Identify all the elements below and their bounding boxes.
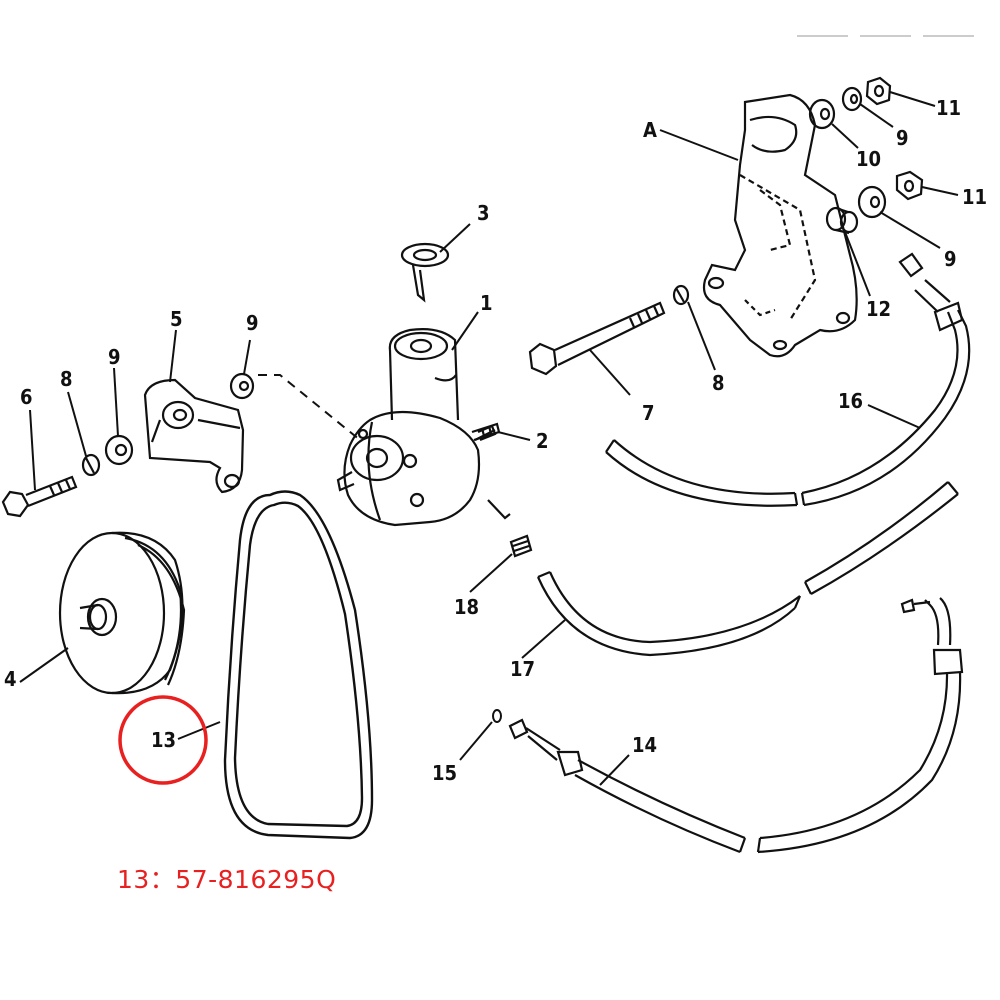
callout-6: 6 — [20, 385, 33, 409]
o-ring-15 — [492, 709, 502, 723]
callout-16: 16 — [838, 389, 863, 413]
callout-7: 7 — [642, 401, 655, 425]
callout-1: 1 — [480, 291, 493, 315]
callout-3: 3 — [477, 201, 490, 225]
nut-11-top — [865, 76, 892, 106]
callout-a: A — [643, 118, 657, 142]
leader-lines — [19, 91, 959, 786]
callout-labels: 1 2 3 4 5 6 7 8 8 9 9 9 9 10 11 11 12 13… — [4, 96, 987, 785]
stud-2 — [471, 422, 501, 442]
lockwasher-8-left — [81, 453, 101, 477]
callout-17: 17 — [510, 657, 535, 681]
callout-8-left: 8 — [60, 367, 73, 391]
mounting-bracket-a — [702, 93, 858, 358]
highlight-circle-13 — [118, 695, 208, 785]
callout-9-top-right: 9 — [896, 126, 909, 150]
highlighted-part-number: 13：57-816295Q — [117, 865, 337, 894]
pump-bracket-5 — [143, 378, 245, 494]
hose-16 — [605, 252, 971, 507]
callout-8-right: 8 — [712, 371, 725, 395]
drive-belt-13 — [223, 490, 374, 840]
fitting-18 — [509, 534, 533, 558]
power-steering-pump — [336, 328, 511, 527]
callout-9-right: 9 — [944, 247, 957, 271]
callout-18: 18 — [454, 595, 479, 619]
assembly-dashed-line — [258, 374, 361, 441]
pulley-4 — [58, 531, 186, 695]
lockwasher-8-right — [672, 284, 690, 306]
callout-11-top: 11 — [936, 96, 961, 120]
callout-2: 2 — [536, 429, 549, 453]
hose-14 — [508, 597, 964, 854]
callout-9-upper: 9 — [246, 311, 259, 335]
washer-9-lower — [857, 185, 887, 219]
washer-9-upper — [229, 372, 255, 400]
washer-9-left — [104, 434, 134, 466]
callout-11-right: 11 — [962, 185, 987, 209]
callout-14: 14 — [632, 733, 657, 757]
nut-11-lower — [895, 170, 924, 201]
reservoir-cap-3 — [400, 242, 450, 303]
callout-4: 4 — [4, 667, 17, 691]
washer-10 — [808, 98, 836, 130]
callout-10: 10 — [856, 147, 881, 171]
hose-17 — [536, 481, 959, 657]
callout-12: 12 — [866, 297, 891, 321]
bolt-6 — [1, 475, 78, 518]
callout-15: 15 — [432, 761, 457, 785]
bolt-7 — [528, 301, 666, 376]
spacer-12 — [825, 206, 859, 235]
callout-13: 13 — [151, 728, 176, 752]
lockwasher-9-top — [841, 86, 863, 112]
callout-9-left: 9 — [108, 345, 121, 369]
callout-5: 5 — [170, 307, 183, 331]
